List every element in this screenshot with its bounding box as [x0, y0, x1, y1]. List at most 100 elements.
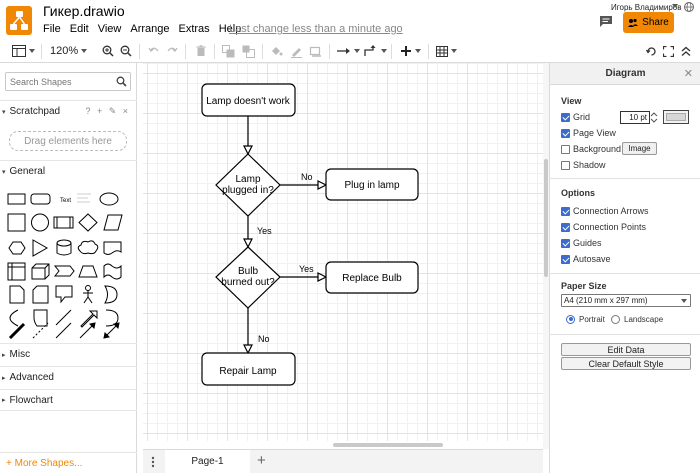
shape-trapezoid[interactable]	[78, 265, 98, 278]
shape-delay[interactable]	[105, 309, 119, 327]
shape-line-dashed[interactable]	[32, 322, 49, 339]
shape-triangle[interactable]	[32, 239, 49, 257]
shape-line-thick[interactable]	[8, 322, 26, 339]
menu-help[interactable]: Help	[218, 23, 242, 35]
shape-cloud[interactable]	[77, 240, 99, 255]
shape-step[interactable]	[53, 265, 75, 277]
background-checkbox-row[interactable]: Background	[561, 143, 621, 155]
fullscreen-button[interactable]	[663, 44, 674, 58]
grid-checkbox-row[interactable]: Grid	[561, 111, 590, 123]
node-bulb-burned-out[interactable]	[215, 246, 281, 309]
sidebar-splitter[interactable]	[137, 63, 143, 449]
menu-arrange[interactable]: Arrange	[130, 23, 170, 35]
page-tab[interactable]: Page-1	[165, 450, 250, 473]
connection-arrows-checkbox[interactable]	[561, 206, 570, 216]
background-image-button[interactable]: Image	[622, 142, 657, 155]
node-lamp-plugged-in[interactable]	[215, 153, 281, 217]
vertical-scrollbar[interactable]	[543, 63, 549, 449]
grid-checkbox[interactable]	[561, 112, 570, 122]
menu-file[interactable]: File	[43, 23, 61, 35]
shape-note[interactable]	[9, 285, 25, 304]
shape-cube[interactable]	[31, 263, 50, 280]
page-view-checkbox-row[interactable]: Page View	[561, 127, 616, 139]
shape-double-arrow[interactable]	[53, 309, 72, 326]
connection-points-row[interactable]: Connection Points	[561, 221, 646, 233]
user-menu-caret-icon[interactable]	[672, 4, 678, 8]
grid-color-swatch[interactable]	[663, 110, 689, 124]
insert-button[interactable]	[400, 44, 421, 58]
search-icon[interactable]	[116, 76, 127, 87]
shape-line[interactable]	[55, 322, 72, 339]
shape-ellipse[interactable]	[99, 192, 119, 206]
shape-document-2[interactable]	[33, 309, 48, 327]
connection-arrows-row[interactable]: Connection Arrows	[561, 205, 649, 217]
shape-callout[interactable]	[55, 285, 73, 304]
edit-data-button[interactable]: Edit Data	[561, 343, 691, 356]
shape-circle[interactable]	[31, 213, 49, 232]
shape-arrow-callout[interactable]	[80, 310, 98, 328]
scratchpad-header[interactable]: ▾ Scratchpad ? + ✎ ×	[0, 100, 137, 122]
shape-cylinder[interactable]	[56, 239, 72, 256]
vertical-scroll-thumb[interactable]	[544, 159, 548, 277]
search-shapes-box[interactable]	[5, 72, 131, 91]
page-view-checkbox[interactable]	[561, 128, 570, 138]
share-button[interactable]: Share	[623, 12, 674, 33]
horizontal-scrollbar[interactable]	[143, 441, 543, 449]
background-checkbox[interactable]	[561, 144, 570, 154]
shape-rectangle[interactable]	[7, 193, 26, 205]
guides-checkbox[interactable]	[561, 238, 570, 248]
connection-style-button[interactable]	[337, 44, 360, 58]
node-plug-in-lamp[interactable]	[325, 168, 419, 201]
comment-icon[interactable]	[599, 15, 613, 28]
shape-textbox[interactable]	[77, 193, 91, 203]
scratchpad-tools[interactable]: ? + ✎ ×	[85, 106, 130, 116]
table-button[interactable]	[436, 44, 457, 58]
advanced-header[interactable]: ▸ Advanced	[0, 366, 137, 388]
search-input[interactable]	[6, 73, 114, 90]
more-shapes-button[interactable]: + More Shapes...	[0, 452, 137, 473]
connection-points-checkbox[interactable]	[561, 222, 570, 232]
shape-bracket[interactable]	[9, 309, 24, 327]
shape-square[interactable]	[7, 213, 26, 232]
node-lamp-doesnt-work[interactable]	[201, 83, 296, 117]
zoom-in-button[interactable]	[102, 44, 114, 58]
horizontal-scroll-thumb[interactable]	[333, 443, 443, 447]
fill-color-button[interactable]	[270, 44, 283, 58]
portrait-radio-row[interactable]: Portrait	[566, 313, 605, 325]
shape-hexagon[interactable]	[8, 241, 26, 255]
autosave-checkbox[interactable]	[561, 254, 570, 264]
menu-extras[interactable]: Extras	[178, 23, 210, 35]
shape-actor[interactable]	[83, 285, 93, 304]
globe-icon[interactable]	[683, 1, 695, 13]
more-vertical-icon[interactable]	[151, 456, 155, 468]
node-replace-bulb[interactable]	[325, 261, 419, 294]
shape-arrow-line[interactable]	[79, 322, 96, 339]
grid-size-input[interactable]: 10 pt	[620, 111, 650, 124]
menu-edit[interactable]: Edit	[69, 23, 89, 35]
menu-view[interactable]: View	[97, 23, 122, 35]
last-change-link[interactable]: Last change less than a minute ago	[229, 23, 403, 35]
panel-layout-button[interactable]	[12, 44, 35, 58]
grid-size-stepper[interactable]	[650, 111, 658, 124]
node-repair-lamp[interactable]	[201, 352, 296, 386]
shape-parallelogram[interactable]	[103, 214, 123, 231]
general-header[interactable]: ▾ General	[0, 160, 137, 182]
shape-or[interactable]	[104, 285, 118, 304]
to-front-button[interactable]	[222, 44, 235, 58]
to-back-button[interactable]	[242, 44, 255, 58]
shadow-button[interactable]	[309, 44, 322, 58]
landscape-radio-row[interactable]: Landscape	[611, 313, 663, 325]
shape-document[interactable]	[103, 241, 122, 255]
shape-tape[interactable]	[103, 263, 122, 280]
landscape-radio[interactable]	[611, 314, 620, 324]
autosave-row[interactable]: Autosave	[561, 253, 611, 265]
shape-card[interactable]	[32, 285, 49, 304]
clear-default-style-button[interactable]: Clear Default Style	[561, 357, 691, 370]
collapse-toolbar-button[interactable]	[681, 44, 691, 58]
misc-header[interactable]: ▸ Misc	[0, 343, 137, 365]
guides-row[interactable]: Guides	[561, 237, 602, 249]
shadow-checkbox-row[interactable]: Shadow	[561, 159, 606, 171]
portrait-radio[interactable]	[566, 314, 575, 324]
paper-size-select[interactable]: A4 (210 mm x 297 mm)	[561, 294, 691, 307]
redo-button[interactable]	[166, 44, 178, 58]
